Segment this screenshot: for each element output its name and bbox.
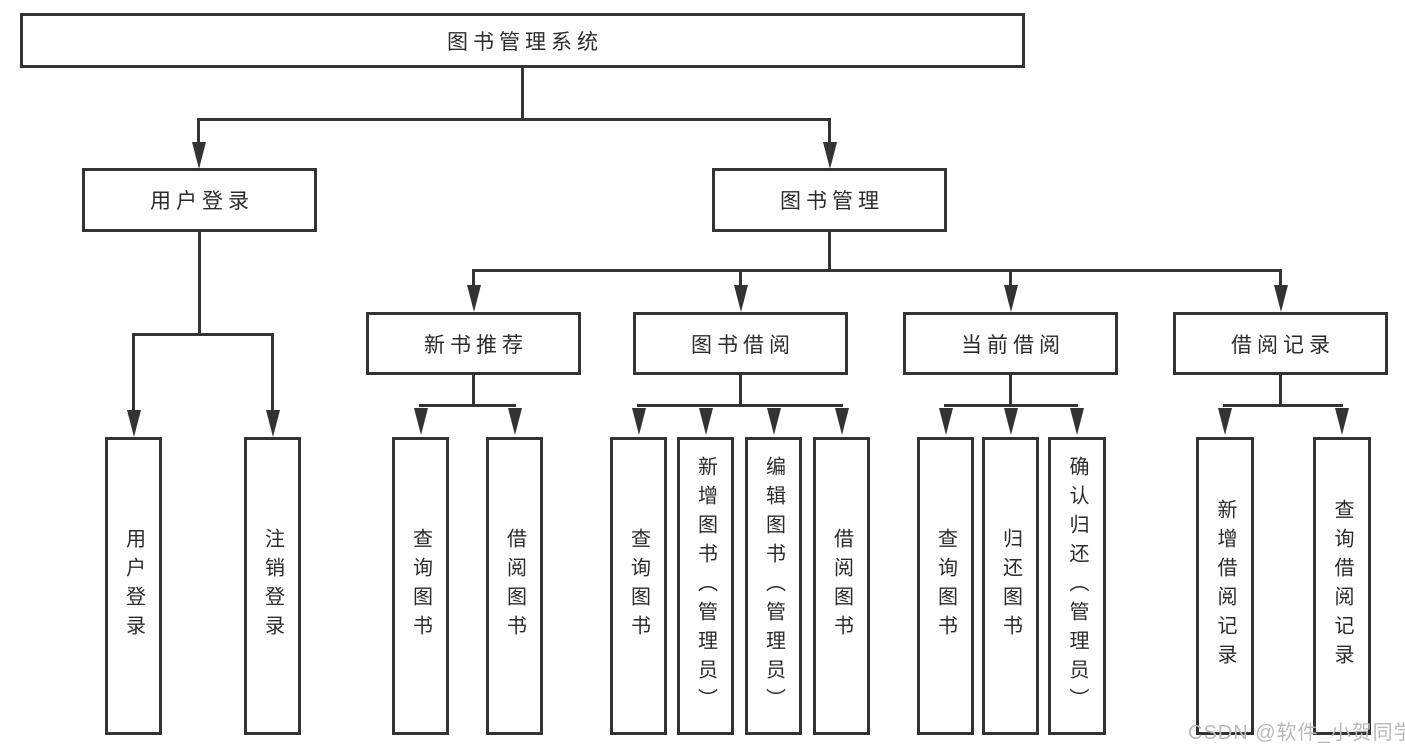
leaf-edit-books-admin: 编辑图书（管理员） [745, 437, 802, 735]
leaf-label: 查询图书 [627, 528, 650, 644]
arrow-down-icon [822, 142, 837, 169]
leaf-add-borrow-record: 新增借阅记录 [1196, 437, 1254, 735]
connector-line [739, 269, 742, 287]
connector-line [419, 404, 516, 407]
leaf-query-books-1: 查询图书 [392, 437, 449, 735]
node-book-management: 图书管理 [712, 168, 947, 232]
arrow-down-icon [766, 408, 781, 435]
arrow-down-icon [834, 408, 849, 435]
arrow-down-icon [507, 408, 522, 435]
leaf-borrow-books-2: 借阅图书 [813, 437, 870, 735]
arrow-down-icon [126, 410, 141, 437]
leaf-label: 归还图书 [999, 528, 1022, 644]
arrow-down-icon [1003, 408, 1018, 435]
arrow-down-icon [938, 408, 953, 435]
node-user-login: 用户登录 [82, 168, 317, 232]
leaf-label: 用户登录 [122, 528, 145, 644]
node-book-borrow: 图书借阅 [633, 312, 848, 375]
connector-line [739, 375, 742, 407]
leaf-label: 借阅图书 [503, 528, 526, 644]
leaf-label: 查询图书 [934, 528, 957, 644]
connector-line [472, 269, 475, 287]
connector-line [521, 68, 524, 118]
arrow-down-icon [191, 142, 206, 169]
leaf-label: 查询借阅记录 [1331, 499, 1353, 673]
connector-line [828, 118, 831, 146]
leaf-logout: 注销登录 [244, 437, 301, 735]
connector-line [197, 118, 831, 121]
connector-line [132, 333, 274, 336]
node-new-book-recommend: 新书推荐 [366, 312, 581, 375]
node-current-borrow: 当前借阅 [903, 312, 1118, 375]
leaf-label: 借阅图书 [830, 528, 853, 644]
leaf-query-books-2: 查询图书 [610, 437, 667, 735]
connector-line [1009, 375, 1012, 407]
leaf-label: 确认归还（管理员） [1066, 455, 1088, 717]
arrow-down-icon [1003, 285, 1018, 312]
connector-line [197, 118, 200, 146]
connector-line [944, 404, 1078, 407]
connector-line [1009, 269, 1012, 287]
arrow-down-icon [1335, 408, 1349, 435]
arrow-down-icon [1273, 285, 1288, 312]
leaf-confirm-return-admin: 确认归还（管理员） [1048, 437, 1106, 735]
leaf-label: 新增借阅记录 [1214, 499, 1236, 673]
arrow-down-icon [1218, 408, 1232, 435]
arrow-down-icon [733, 285, 748, 312]
leaf-return-books: 归还图书 [982, 437, 1039, 735]
connector-line [1223, 404, 1343, 407]
leaf-label: 新增图书（管理员） [694, 455, 717, 717]
leaf-label: 查询图书 [409, 528, 432, 644]
arrow-down-icon [466, 285, 481, 312]
connector-line [1279, 375, 1282, 407]
connector-line [198, 232, 201, 335]
arrow-down-icon [265, 410, 280, 437]
arrow-down-icon [1070, 408, 1084, 435]
connector-line [472, 375, 475, 407]
leaf-add-books-admin: 新增图书（管理员） [677, 437, 734, 735]
leaf-label: 注销登录 [261, 528, 284, 644]
csdn-watermark: CSDN @软件_小贺同学 [1188, 722, 1405, 744]
connector-line [828, 232, 831, 272]
connector-line [637, 404, 843, 407]
leaf-borrow-books-1: 借阅图书 [486, 437, 543, 735]
connector-line [1279, 269, 1282, 287]
arrow-down-icon [413, 408, 428, 435]
leaf-label: 编辑图书（管理员） [762, 455, 785, 717]
connector-line [472, 269, 1282, 272]
arrow-down-icon [698, 408, 713, 435]
connector-line [271, 333, 274, 412]
arrow-down-icon [631, 408, 646, 435]
node-root: 图书管理系统 [20, 13, 1025, 68]
node-borrow-records: 借阅记录 [1173, 312, 1388, 375]
leaf-user-login: 用户登录 [105, 437, 162, 735]
leaf-query-borrow-record: 查询借阅记录 [1313, 437, 1371, 735]
leaf-query-books-3: 查询图书 [917, 437, 974, 735]
connector-line [132, 333, 135, 412]
